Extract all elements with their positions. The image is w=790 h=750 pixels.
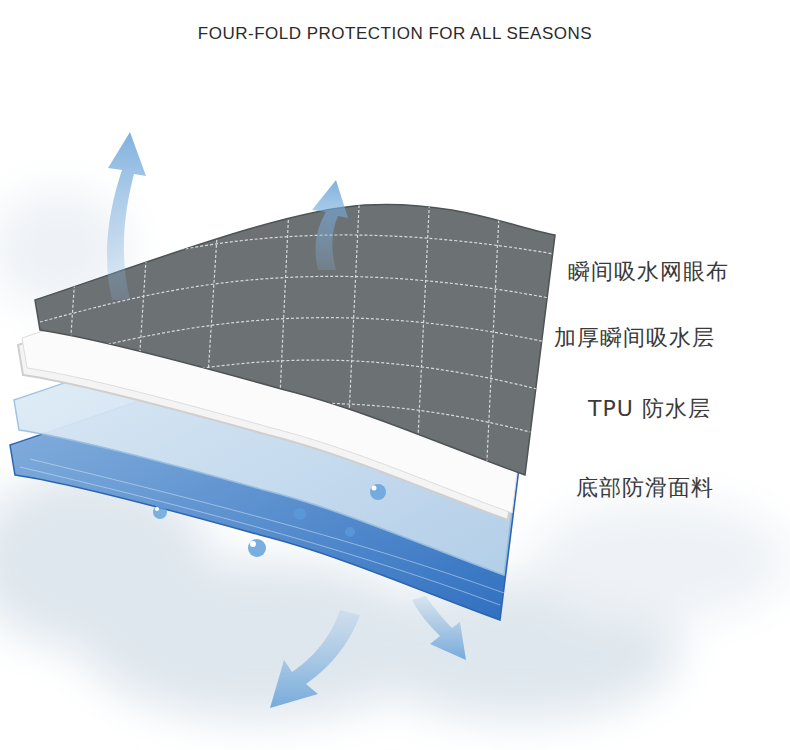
layer-label: 瞬间吸水网眼布 — [568, 257, 729, 287]
vapour-arrows — [107, 132, 466, 708]
page-title: FOUR-FOLD PROTECTION FOR ALL SEASONS — [198, 24, 592, 44]
layer-label: TPU 防水层 — [588, 394, 711, 424]
layer-label: 加厚瞬间吸水层 — [554, 323, 715, 353]
water-droplets — [153, 484, 386, 557]
layer-label: 底部防滑面料 — [576, 473, 714, 503]
